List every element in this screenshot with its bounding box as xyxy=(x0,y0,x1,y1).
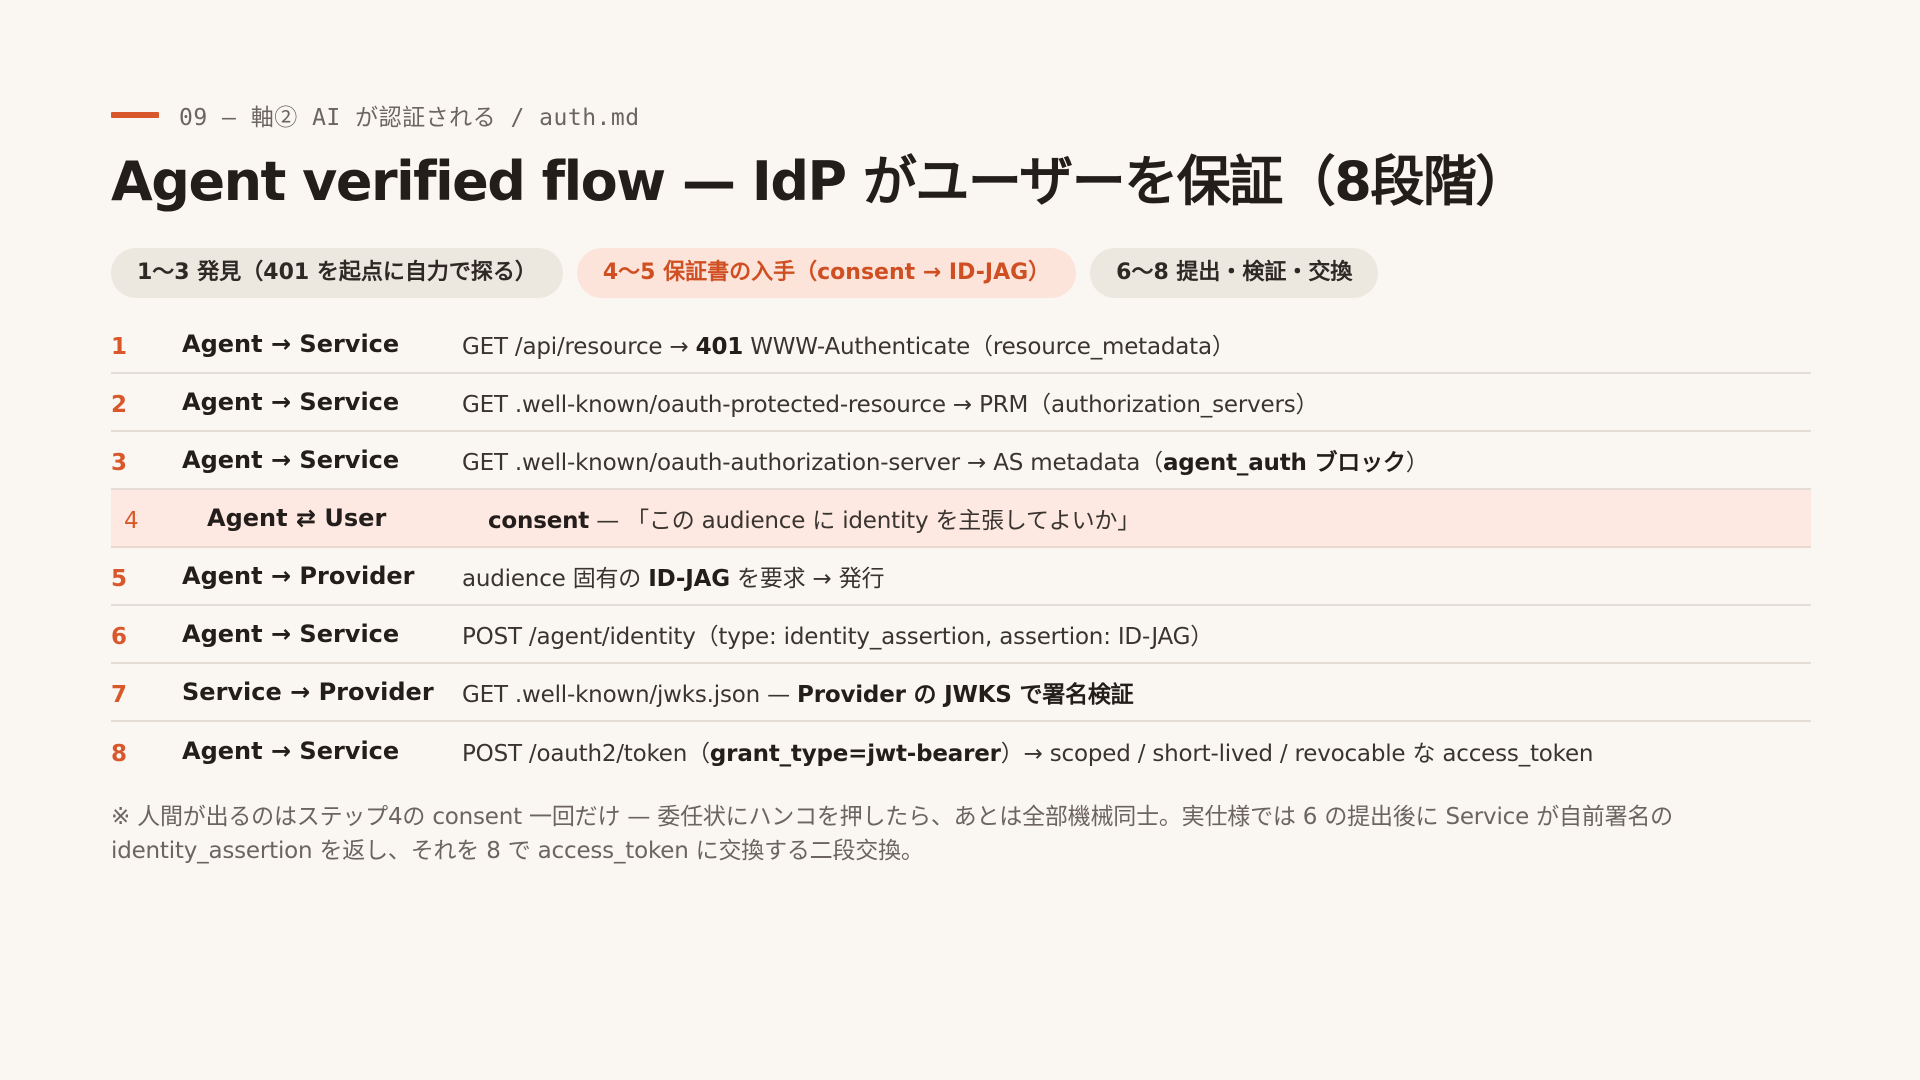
step-row: 1 Agent → Service GET /api/resource → 401 … xyxy=(111,316,1811,374)
accent-bar xyxy=(111,112,159,118)
phase-pill-discovery: 1〜3 発見（401 を起点に自力で探る） xyxy=(111,248,563,298)
step-description-text: GET /api/resource → xyxy=(462,334,696,360)
step-description-text: GET .well-known/jwks.json — xyxy=(462,682,798,708)
step-row: 3 Agent → Service GET .well-known/oauth-au… xyxy=(111,432,1811,490)
step-description-text: audience 固有の xyxy=(462,566,649,592)
step-description-emphasis: 401 xyxy=(695,334,744,360)
step-number: 8 xyxy=(111,741,128,767)
step-number: 1 xyxy=(111,334,128,360)
step-actor: Agent → Provider xyxy=(182,562,415,590)
step-description-text: GET .well-known/oauth-protected-resource… xyxy=(462,392,1319,418)
step-description: GET /api/resource → 401 WWW-Authenticate… xyxy=(462,327,1235,361)
step-description-text: WWW-Authenticate（resource_metadata） xyxy=(743,334,1235,360)
step-number: 5 xyxy=(111,566,128,592)
step-description: audience 固有の ID-JAG を要求 → 発行 xyxy=(462,559,884,593)
step-description-emphasis: consent xyxy=(488,508,590,534)
footnote-line-1: ※ 人間が出るのはステップ4の consent 一回だけ — 委任状にハンコを押… xyxy=(111,804,1673,830)
step-description-text: POST /oauth2/token（ xyxy=(462,741,710,767)
step-row: 6 Agent → Service POST /agent/identity（typ… xyxy=(111,606,1811,664)
step-description: consent — 「この audience に identity を主張してよ… xyxy=(488,501,1140,535)
step-actor: Agent → Service xyxy=(182,388,400,416)
footnote: ※ 人間が出るのはステップ4の consent 一回だけ — 委任状にハンコを押… xyxy=(111,800,1811,868)
step-row: 4 Agent ⇄ User consent — 「この audience に id… xyxy=(111,490,1811,548)
phase-pill-exchange: 6〜8 提出・検証・交換 xyxy=(1090,248,1379,298)
step-actor: Agent → Service xyxy=(182,737,400,765)
step-description: POST /agent/identity（type: identity_asse… xyxy=(462,617,1213,651)
step-description-text: ）→ scoped / short-lived / revocable な ac… xyxy=(1000,741,1594,767)
step-description: POST /oauth2/token（grant_type=jwt-bearer… xyxy=(462,734,1594,768)
step-number: 3 xyxy=(111,450,128,476)
step-description-emphasis: ID-JAG xyxy=(648,566,730,592)
page-title: Agent verified flow — IdP がユーザーを保証（8段階） xyxy=(111,150,1529,213)
step-description-text: ） xyxy=(1405,450,1429,476)
step-description-text: — 「この audience に identity を主張してよいか」 xyxy=(589,508,1140,534)
step-description: GET .well-known/oauth-protected-resource… xyxy=(462,385,1318,419)
step-description: GET .well-known/jwks.json — Provider の J… xyxy=(462,675,1134,709)
step-number: 6 xyxy=(111,624,128,650)
step-row: 5 Agent → Provider audience 固有の ID-JAG を要求… xyxy=(111,548,1811,606)
step-description-emphasis: Provider の JWKS で署名検証 xyxy=(797,682,1134,708)
step-row: 2 Agent → Service GET .well-known/oauth-pr… xyxy=(111,374,1811,432)
step-actor: Service → Provider xyxy=(182,678,434,706)
step-row: 8 Agent → Service POST /oauth2/token（grant… xyxy=(111,722,1811,780)
step-actor: Agent → Service xyxy=(182,620,400,648)
footnote-line-2: identity_assertion を返し、それを 8 で access_to… xyxy=(111,838,924,864)
step-actor: Agent → Service xyxy=(182,446,400,474)
step-actor: Agent ⇄ User xyxy=(207,504,387,532)
step-row: 7 Service → Provider GET .well-known/jwks.… xyxy=(111,664,1811,722)
step-description: GET .well-known/oauth-authorization-serv… xyxy=(462,443,1429,477)
phase-pill-assertion: 4〜5 保証書の入手（consent → ID-JAG） xyxy=(576,248,1077,298)
step-description-emphasis: grant_type=jwt-bearer xyxy=(709,741,1001,767)
step-actor: Agent → Service xyxy=(182,330,400,358)
step-description-text: POST /agent/identity（type: identity_asse… xyxy=(462,624,1214,650)
phase-pills: 1〜3 発見（401 を起点に自力で探る） 4〜5 保証書の入手（consent… xyxy=(111,248,1379,298)
step-number: 2 xyxy=(111,392,128,418)
step-number: 7 xyxy=(111,682,128,708)
step-description-text: を要求 → 発行 xyxy=(729,566,885,592)
step-number: 4 xyxy=(124,508,139,534)
step-description-text: GET .well-known/oauth-authorization-serv… xyxy=(462,450,1163,476)
section-label: 09 — 軸② AI が認証される / auth.md xyxy=(179,105,640,131)
step-description-emphasis: agent_auth ブロック xyxy=(1162,450,1406,476)
eyebrow: 09 — 軸② AI が認証される / auth.md xyxy=(111,98,640,132)
